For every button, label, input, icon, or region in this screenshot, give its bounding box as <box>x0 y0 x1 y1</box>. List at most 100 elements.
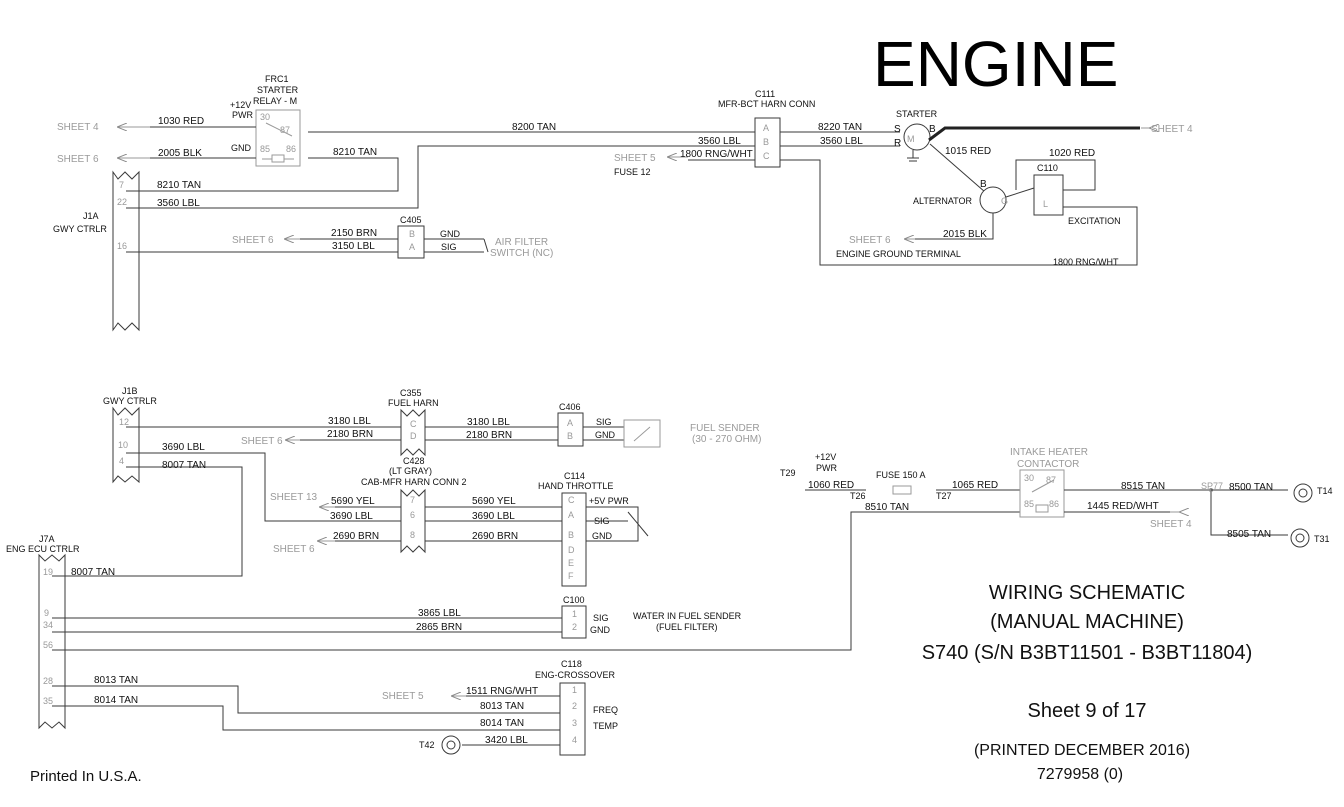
wire-label: 3180 LBL <box>328 416 371 427</box>
j1a-desc: GWY CTRLR <box>53 224 107 234</box>
wire-label: 5690 YEL <box>472 496 516 507</box>
svg-text:C: C <box>568 495 575 505</box>
svg-text:7279958 (0): 7279958 (0) <box>1037 766 1123 783</box>
c405-connector: C405 B A <box>397 215 425 259</box>
sheet-ref: SHEET 4 <box>1151 124 1193 135</box>
svg-text:1: 1 <box>572 685 577 695</box>
wire-label: 3560 LBL <box>698 136 741 147</box>
svg-text:C355: C355 <box>400 388 422 398</box>
svg-text:A: A <box>567 418 573 428</box>
terminal-label: T26 <box>850 491 866 501</box>
svg-text:(LT GRAY): (LT GRAY) <box>389 466 432 476</box>
c406-connector: C406 A B <box>557 402 584 447</box>
svg-text:85: 85 <box>1024 499 1034 509</box>
wire-label: 3690 LBL <box>162 442 205 453</box>
wire-label: 1060 RED <box>808 480 854 491</box>
wire-label: 8510 TAN <box>865 502 909 513</box>
wire-label: 8007 TAN <box>162 460 206 471</box>
svg-text:TEMP: TEMP <box>593 721 618 731</box>
c114-connector: C114 HAND THROTTLE C A B D E F <box>538 471 613 587</box>
t14-terminal: T14 <box>1293 483 1333 503</box>
sheet-ref: SHEET 6 <box>241 436 283 447</box>
j7a-connector: J7A ENG ECU CTRLR 19 9 34 56 28 35 <box>6 534 80 730</box>
svg-text:B: B <box>409 229 415 239</box>
c118-connector: C118 ENG-CROSSOVER 1 2 3 4 <box>535 659 616 756</box>
svg-text:ENG-CROSSOVER: ENG-CROSSOVER <box>535 670 616 680</box>
svg-text:C405: C405 <box>400 215 422 225</box>
sheet-ref: SHEET 5 <box>614 153 656 164</box>
ground-label: ENGINE GROUND TERMINAL <box>836 249 961 259</box>
wire-label: 8210 TAN <box>157 180 201 191</box>
svg-text:CONTACTOR: CONTACTOR <box>1017 459 1079 470</box>
svg-text:+12V: +12V <box>230 100 251 110</box>
svg-text:Sheet 9 of 17: Sheet 9 of 17 <box>1028 700 1147 722</box>
svg-text:G: G <box>1001 196 1008 206</box>
wire-label: 8505 TAN <box>1227 529 1271 540</box>
svg-text:HAND THROTTLE: HAND THROTTLE <box>538 481 613 491</box>
svg-text:10: 10 <box>118 440 128 450</box>
svg-text:A: A <box>409 242 415 252</box>
wire-label: 1020 RED <box>1049 148 1095 159</box>
svg-text:2: 2 <box>572 701 577 711</box>
svg-text:SIG: SIG <box>441 242 457 252</box>
svg-text:C428: C428 <box>403 456 425 466</box>
wire-label: 8013 TAN <box>94 675 138 686</box>
svg-text:D: D <box>568 545 575 555</box>
terminal-label: T27 <box>936 491 952 501</box>
svg-text:J7A: J7A <box>39 534 55 544</box>
svg-text:T14: T14 <box>1317 486 1333 496</box>
sheet-ref: SHEET 6 <box>57 154 99 165</box>
wire-label: 3560 LBL <box>820 136 863 147</box>
wire-label: 2150 BRN <box>331 228 377 239</box>
j1b-connector: J1B GWY CTRLR 12 10 4 <box>103 386 157 484</box>
svg-text:E: E <box>568 558 574 568</box>
t31-terminal: T31 <box>1290 528 1330 548</box>
terminal-label: T29 <box>780 468 796 478</box>
sheet-ref: SHEET 13 <box>270 492 317 503</box>
sheet-ref: SHEET 4 <box>57 122 99 133</box>
svg-text:A: A <box>763 123 769 133</box>
j1a-pin: 7 <box>119 180 124 190</box>
air-filter-label: SWITCH (NC) <box>490 248 553 259</box>
wire-label: 1030 RED <box>158 116 204 127</box>
wire-label: 2180 BRN <box>466 430 512 441</box>
svg-text:4: 4 <box>119 456 124 466</box>
wire-label: 1065 RED <box>952 480 998 491</box>
wire-label: 8014 TAN <box>480 718 524 729</box>
svg-text:SIG: SIG <box>594 516 610 526</box>
svg-text:MFR-BCT HARN CONN: MFR-BCT HARN CONN <box>718 99 815 109</box>
printed-in-label: Printed In U.S.A. <box>30 768 142 785</box>
fuse-label: FUSE 12 <box>614 167 651 177</box>
svg-text:WIRING SCHEMATIC: WIRING SCHEMATIC <box>989 582 1185 604</box>
sheet-ref: SHEET 6 <box>273 544 315 555</box>
svg-text:B: B <box>929 124 936 135</box>
svg-text:ALTERNATOR: ALTERNATOR <box>913 196 973 206</box>
svg-text:STARTER: STARTER <box>896 109 938 119</box>
wire-label: 2005 BLK <box>158 148 202 159</box>
svg-text:9: 9 <box>44 608 49 618</box>
page-title: ENGINE <box>873 28 1118 100</box>
wire-label: 3865 LBL <box>418 608 461 619</box>
svg-text:B: B <box>567 431 573 441</box>
svg-text:GND: GND <box>590 625 611 635</box>
j1a-label: J1A <box>83 211 99 221</box>
svg-text:GND: GND <box>231 143 252 153</box>
wire-label: 5690 YEL <box>331 496 375 507</box>
svg-text:87: 87 <box>1046 475 1056 485</box>
svg-text:PWR: PWR <box>816 463 837 473</box>
svg-text:C406: C406 <box>559 402 581 412</box>
svg-text:8: 8 <box>410 530 415 540</box>
svg-text:34: 34 <box>43 620 53 630</box>
wire-label: 1445 RED/WHT <box>1087 501 1159 512</box>
svg-text:C: C <box>763 151 770 161</box>
svg-text:6: 6 <box>410 510 415 520</box>
svg-text:(PRINTED DECEMBER 2016): (PRINTED DECEMBER 2016) <box>974 742 1190 759</box>
wire-label: 1511 RNG/WHT <box>466 686 538 697</box>
wire-label: 8515 TAN <box>1121 481 1165 492</box>
wire-label: 8013 TAN <box>480 701 524 712</box>
svg-text:A: A <box>568 510 574 520</box>
svg-text:(MANUAL MACHINE): (MANUAL MACHINE) <box>990 611 1184 633</box>
svg-text:D: D <box>410 431 417 441</box>
wire-label: 8007 TAN <box>71 567 115 578</box>
